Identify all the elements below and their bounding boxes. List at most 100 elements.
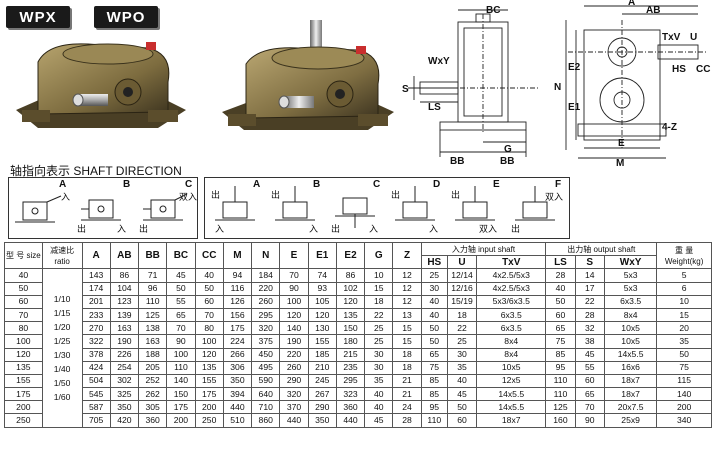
table-cell: 267 bbox=[307, 387, 337, 402]
table-cell: 85 bbox=[545, 347, 576, 362]
table-cell: 95 bbox=[545, 360, 576, 375]
direction-letter: A bbox=[59, 179, 67, 190]
table-cell: 85 bbox=[420, 373, 448, 389]
table-cell: 55 bbox=[166, 294, 196, 309]
table-cell: 156 bbox=[222, 307, 253, 323]
table-cell: 20 bbox=[656, 321, 712, 336]
table-cell: 8x4 bbox=[603, 307, 658, 323]
table-cell: 35 bbox=[656, 334, 712, 349]
dim-label-e2: E2 bbox=[568, 62, 581, 73]
header-dim: BB bbox=[138, 241, 168, 270]
ratio-value: 1/50 bbox=[53, 378, 71, 388]
dim-label-hs: HS bbox=[672, 64, 686, 75]
size-cell: 175 bbox=[4, 387, 43, 402]
table-cell: 85 bbox=[420, 387, 448, 402]
top-view-drawing: A AB TxV U HS CC E2 N E1 4-Z E M bbox=[554, 0, 710, 168]
header-hs: HS bbox=[420, 255, 448, 270]
dim-label-cc: CC bbox=[696, 64, 710, 75]
dim-label-txv: TxV bbox=[662, 32, 681, 43]
direction-cell-wpo-b: B 出 入 bbox=[265, 178, 325, 238]
table-cell: 120 bbox=[335, 294, 366, 309]
table-cell: 15 bbox=[392, 334, 422, 349]
gearbox-icon bbox=[215, 186, 255, 221]
dim-label-bb-left: BB bbox=[450, 156, 464, 167]
table-cell: 10 bbox=[364, 268, 394, 283]
table-cell: 50 bbox=[420, 321, 448, 336]
table-cell: 110 bbox=[545, 373, 576, 389]
table-cell: 190 bbox=[279, 334, 309, 349]
table-cell: 110 bbox=[138, 294, 168, 309]
header-dim: BC bbox=[166, 241, 196, 270]
table-cell: 290 bbox=[279, 373, 309, 389]
direction-cell-wpo-e: E 出 双入 bbox=[445, 178, 505, 238]
table-cell: 14x5.5 bbox=[476, 387, 547, 402]
table-cell: 104 bbox=[109, 281, 140, 296]
table-cell: 12 bbox=[392, 294, 422, 309]
table-cell: 188 bbox=[138, 347, 168, 362]
table-cell: 12 bbox=[392, 281, 422, 296]
table-cell: 233 bbox=[81, 307, 111, 323]
table-cell: 40 bbox=[545, 281, 576, 296]
table-cell: 175 bbox=[222, 321, 253, 336]
direction-label: 出 bbox=[271, 190, 281, 200]
table-cell: 350 bbox=[307, 413, 337, 428]
direction-label: 出 bbox=[139, 224, 149, 234]
table-cell: 360 bbox=[138, 413, 168, 428]
size-cell: 200 bbox=[4, 400, 43, 415]
gearbox-icon bbox=[143, 193, 188, 221]
table-cell: 174 bbox=[81, 281, 111, 296]
table-cell: 14 bbox=[574, 268, 605, 283]
direction-cell-wpx-c: C 双入 出 bbox=[133, 178, 197, 238]
table-cell: 18 bbox=[446, 307, 478, 323]
table-cell: 130 bbox=[307, 321, 337, 336]
table-cell: 140 bbox=[279, 321, 309, 336]
dim-label-ls: LS bbox=[428, 102, 441, 113]
table-cell: 150 bbox=[166, 387, 196, 402]
direction-letter: B bbox=[123, 179, 131, 190]
table-cell: 25 bbox=[364, 321, 394, 336]
dim-label-a: A bbox=[628, 0, 635, 8]
size-cell: 40 bbox=[4, 268, 43, 283]
dim-label-u: U bbox=[690, 32, 697, 43]
table-cell: 200 bbox=[656, 400, 712, 415]
table-cell: 18 bbox=[392, 360, 422, 375]
table-cell: 370 bbox=[279, 400, 309, 415]
table-cell: 350 bbox=[109, 400, 140, 415]
table-cell: 75 bbox=[545, 334, 576, 349]
table-cell: 440 bbox=[222, 400, 253, 415]
table-cell: 226 bbox=[109, 347, 140, 362]
header-input-shaft: 入力轴 input shaft bbox=[420, 241, 547, 257]
gearbox-icon bbox=[335, 197, 375, 228]
table-cell: 123 bbox=[109, 294, 140, 309]
table-cell: 6 bbox=[656, 281, 712, 296]
table-cell: 126 bbox=[222, 294, 253, 309]
direction-label: 出 bbox=[211, 190, 221, 200]
table-cell: 50 bbox=[166, 281, 196, 296]
table-cell: 17 bbox=[574, 281, 605, 296]
ratio-value: 1/10 bbox=[53, 294, 71, 304]
table-cell: 210 bbox=[307, 360, 337, 375]
direction-label: 出 bbox=[331, 224, 341, 234]
size-cell: 60 bbox=[4, 294, 43, 309]
table-cell: 266 bbox=[222, 347, 253, 362]
table-cell: 15 bbox=[364, 281, 394, 296]
dim-label-s: S bbox=[402, 84, 409, 95]
dim-label-e: E bbox=[618, 138, 625, 149]
table-cell: 322 bbox=[81, 334, 111, 349]
size-cell: 50 bbox=[4, 281, 43, 296]
direction-label: 出 bbox=[391, 190, 401, 200]
table-cell: 254 bbox=[109, 360, 140, 375]
table-cell: 175 bbox=[194, 387, 224, 402]
dim-label-4z: 4-Z bbox=[662, 122, 677, 133]
size-cell: 100 bbox=[4, 334, 43, 349]
table-cell: 340 bbox=[656, 413, 712, 428]
table-cell: 184 bbox=[251, 268, 281, 283]
table-cell: 270 bbox=[81, 321, 111, 336]
table-cell: 14x5.5 bbox=[476, 400, 547, 415]
